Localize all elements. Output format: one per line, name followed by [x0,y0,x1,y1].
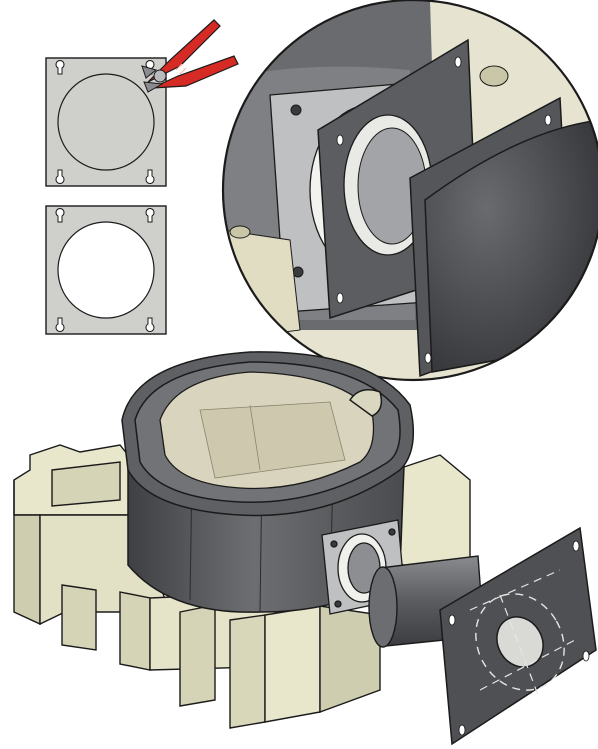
plate-after-cut [45,205,167,335]
stove-body [121,351,415,613]
assembly-view [13,351,597,746]
knockout-disc-outline [57,73,155,171]
detail-zoom-circle [221,0,598,382]
plate-before-cut [45,57,167,187]
keyhole-slot-icon [55,60,155,184]
pliers-icon [141,19,239,93]
keyhole-slot-icon [55,208,155,332]
connection-plate [439,526,597,746]
spigot-cap [424,119,598,373]
plate-center-opening [57,221,155,319]
